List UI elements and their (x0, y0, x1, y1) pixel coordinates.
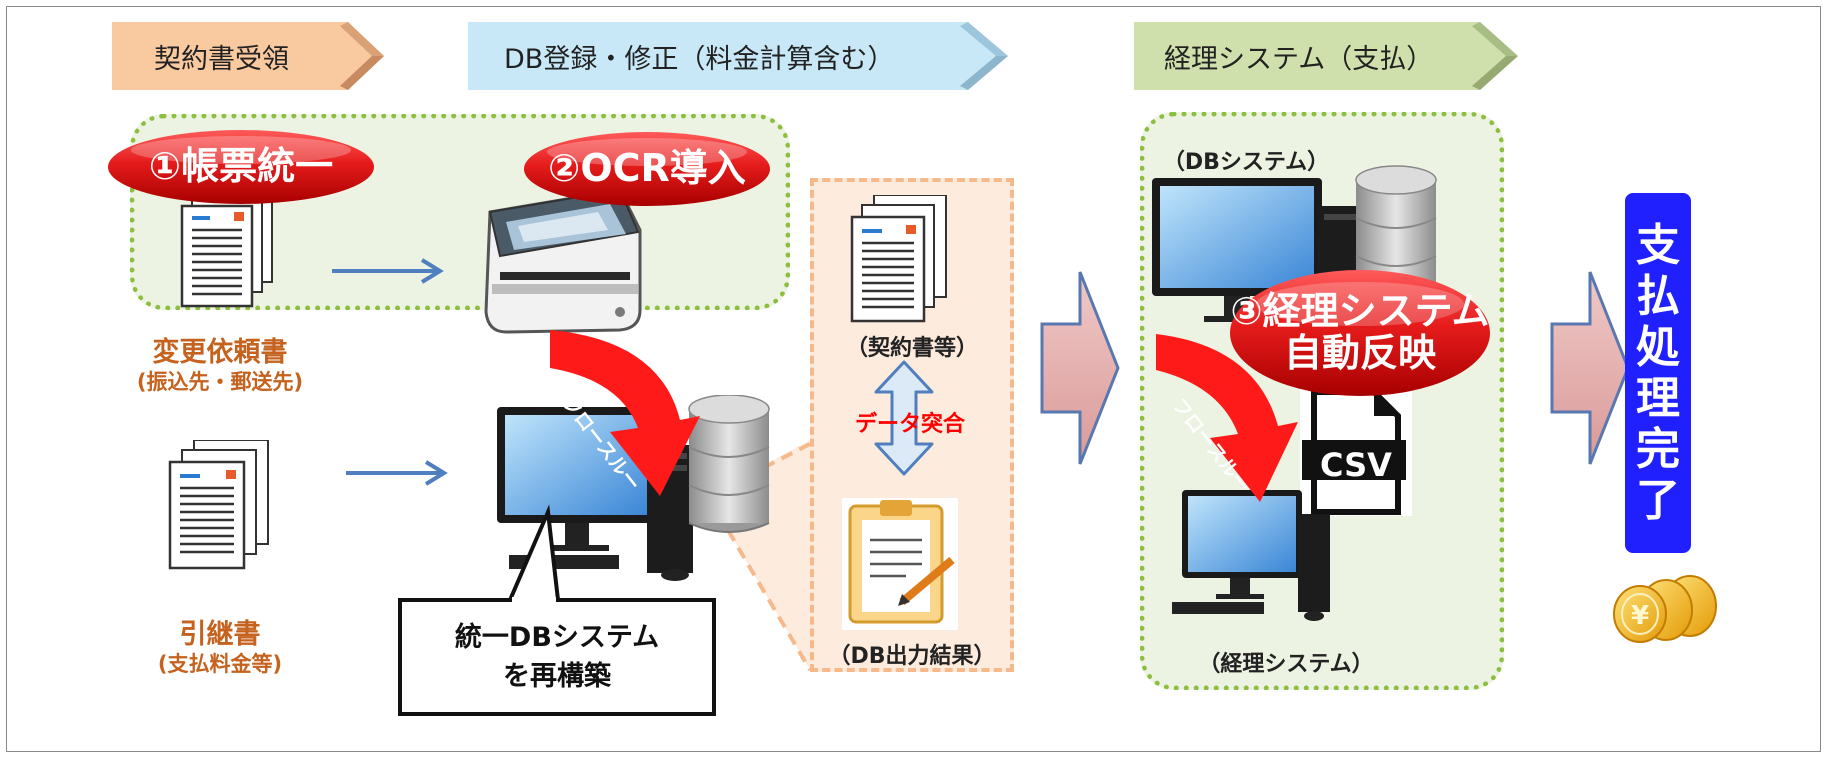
payment-char: 支 (1636, 220, 1680, 271)
payment-char: 完 (1636, 424, 1680, 475)
auto-reflect-badge: ③経理システム 自動反映 (1228, 268, 1492, 398)
payment-char: 処 (1636, 322, 1680, 373)
ocr-label: ②OCR導入 (548, 146, 746, 191)
handover-label: 引継書 (179, 619, 261, 650)
payment-char: 了 (1636, 475, 1680, 526)
accounting-db-computer-icon (1152, 165, 1437, 326)
callout-line2: を再構築 (503, 661, 611, 692)
yen-coins-icon: ¥ (1613, 575, 1717, 643)
accounting-system-label: （経理システム） (1198, 652, 1374, 677)
phase-receive-label: 契約書受領 (154, 43, 289, 75)
payment-char: 理 (1636, 373, 1680, 424)
callout-line1: 統一DBシステム (454, 621, 660, 653)
payment-char: 払 (1636, 271, 1680, 322)
clipboard-icon (842, 498, 958, 630)
unify-forms-badge: ①帳票統一 (106, 128, 376, 206)
flow-through-arrow-accounting (1156, 334, 1298, 502)
ocr-badge: ②OCR導入 (522, 130, 772, 208)
arrow-to-scanner (332, 258, 444, 284)
change-request-label: 変更依頼書 (152, 337, 288, 368)
phase-db-register-label: DB登録・修正（料金計算含む） (504, 43, 895, 75)
db-output-label: （DB出力結果） (828, 644, 996, 669)
auto-reflect-line1: ③経理システム (1230, 289, 1490, 334)
document-stack-icon (168, 440, 269, 570)
match-double-arrow (874, 360, 934, 476)
phase-accounting-label: 経理システム（支払） (1164, 43, 1434, 75)
data-match-label: データ突合 (854, 412, 965, 437)
big-arrow-to-accounting (1040, 271, 1120, 465)
contract-document-icon (850, 195, 947, 323)
scanner-icon (484, 188, 642, 334)
phase-db-register: DB登録・修正（料金計算含む） (468, 22, 1018, 90)
contract-label: （契約書等） (845, 336, 978, 361)
big-arrow-to-payment (1550, 271, 1630, 465)
db-system-label: （DBシステム） (1162, 150, 1330, 175)
rebuild-callout: 統一DBシステム を再構築 (398, 504, 716, 716)
payment-complete-banner: 支 払 処 理 完 了 (1625, 193, 1691, 553)
phase-accounting: 経理システム（支払） (1134, 22, 1526, 90)
accounting-computer-icon (1172, 490, 1330, 621)
auto-reflect-line2: 自動反映 (1283, 331, 1436, 375)
change-request-sublabel: (振込先・郵送先) (136, 370, 304, 394)
arrow-to-db-system (346, 460, 448, 486)
csv-file-icon (1300, 388, 1412, 516)
csv-label: CSV (1320, 446, 1392, 484)
svg-text:¥: ¥ (1631, 601, 1649, 631)
handover-sublabel: (支払料金等) (157, 652, 283, 676)
flow-through-arrow (550, 330, 700, 496)
phase-receive: 契約書受領 (112, 22, 392, 90)
diagram-frame (6, 6, 1821, 752)
unify-forms-label: ①帳票統一 (148, 144, 334, 189)
